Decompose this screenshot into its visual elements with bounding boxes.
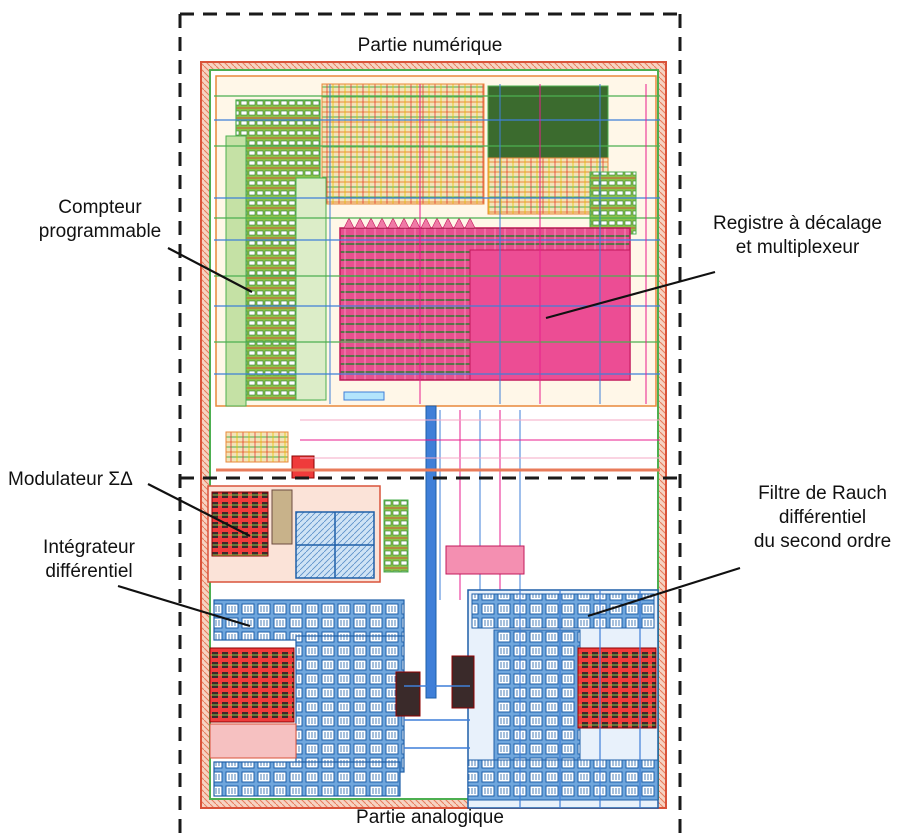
filter-bottom-caps	[467, 759, 659, 801]
annotation-compteur-line2: programmable	[38, 221, 162, 242]
digital-mid-right	[487, 157, 609, 215]
digital-bottom-pad	[343, 391, 385, 401]
leader-integrateur	[117, 584, 251, 628]
filter-top-caps	[471, 593, 655, 629]
modulator-active-area	[211, 491, 269, 557]
array-comb-tooth	[365, 217, 377, 229]
array-comb-tooth	[420, 217, 432, 229]
array-comb-tooth	[409, 217, 421, 229]
counter-left-strip	[225, 135, 247, 407]
integrator-bottom-caps	[213, 761, 401, 797]
filter-opamp	[577, 647, 657, 729]
label-partie-analogique: Partie analogique	[330, 806, 530, 830]
annotation-modulateur-line1: Modulateur ΣΔ	[8, 469, 133, 490]
integrator-active-area	[209, 647, 295, 723]
annotation-filtre: Filtre de Rauch différentiel du second o…	[725, 482, 920, 554]
modulator-side-logic	[383, 499, 409, 573]
integrator-bias	[209, 723, 297, 759]
annotation-integrateur: Intégrateur différentiel	[14, 536, 164, 584]
multiplexer-array	[469, 249, 631, 381]
array-comb-tooth	[376, 217, 388, 229]
annotation-filtre-line2: différentiel	[778, 507, 867, 528]
array-comb-tooth	[431, 217, 443, 229]
array-comb-tooth	[354, 217, 366, 229]
annotation-filtre-line1: Filtre de Rauch	[758, 483, 887, 504]
main-vertical-bus	[425, 405, 437, 699]
filter-switch	[451, 655, 475, 709]
annotation-modulateur: Modulateur ΣΔ	[8, 468, 178, 492]
array-comb-tooth	[453, 217, 465, 229]
integrator-cap-row	[213, 599, 405, 641]
annotation-registre: Registre à décalage et multiplexeur	[685, 212, 910, 260]
annotation-registre-line1: Registre à décalage	[713, 213, 882, 234]
digital-upper-logic	[321, 83, 485, 205]
integrator-cap-array	[295, 635, 405, 773]
annotation-integrateur-line2: différentiel	[45, 561, 133, 582]
interface-block-small	[291, 455, 315, 479]
modulator-switch-bank	[271, 489, 293, 545]
annotation-registre-line2: et multiplexeur	[735, 237, 860, 258]
array-comb-tooth	[343, 217, 355, 229]
leader-registre	[545, 270, 716, 320]
counter-right-strip	[295, 177, 327, 401]
annotation-filtre-line3: du second ordre	[753, 531, 892, 552]
leader-compteur	[167, 247, 253, 293]
label-partie-numerique: Partie numérique	[330, 34, 530, 58]
interface-block-left	[225, 431, 289, 463]
array-comb-tooth	[464, 217, 476, 229]
array-comb-tooth	[442, 217, 454, 229]
array-comb-tooth	[398, 217, 410, 229]
leader-filtre	[587, 566, 741, 618]
array-comb-tooth	[387, 217, 399, 229]
annotation-compteur: Compteur programmable	[20, 196, 180, 244]
digital-small-block	[589, 171, 637, 235]
annotation-compteur-line1: Compteur	[58, 197, 142, 218]
title-bottom: Partie analogique	[356, 807, 504, 828]
digital-upper-right	[487, 85, 609, 159]
title-top: Partie numérique	[357, 35, 503, 56]
filter-cap-matrix	[493, 629, 581, 781]
comparator-block	[445, 545, 525, 575]
leader-modulateur	[147, 483, 251, 537]
integrator-switch	[395, 671, 421, 717]
annotation-integrateur-line1: Intégrateur	[43, 537, 135, 558]
